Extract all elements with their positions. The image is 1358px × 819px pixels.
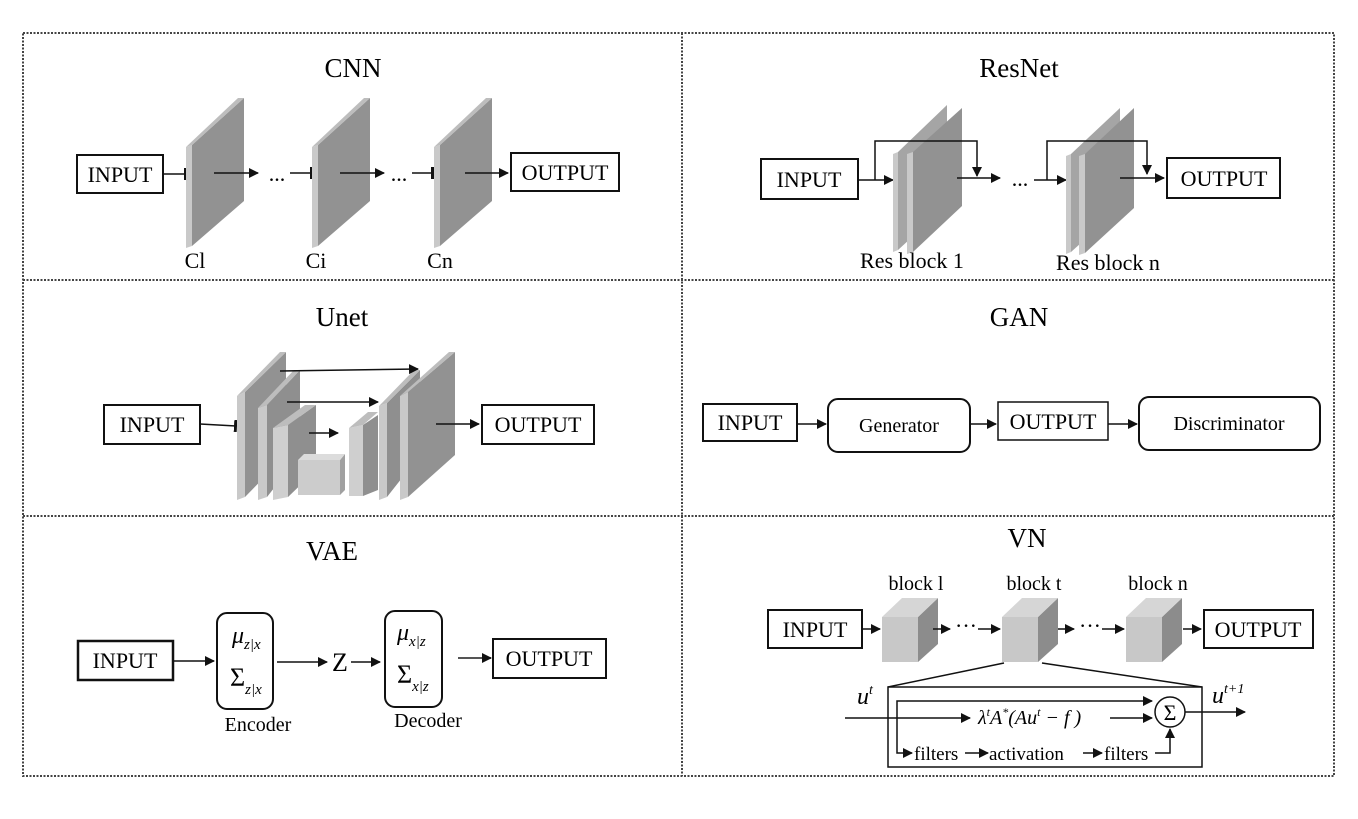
chain-activation: activation xyxy=(989,744,1064,765)
skip-connection xyxy=(279,364,419,375)
ellipsis: ··· xyxy=(955,613,977,638)
input-label: INPUT xyxy=(718,410,783,435)
output-label: OUTPUT xyxy=(1215,617,1302,642)
generator-box xyxy=(827,398,971,453)
ellipsis: ... xyxy=(391,161,408,186)
output-box xyxy=(997,401,1109,441)
panel-gan: GAN INPUT Generator OUTPUT Discriminator xyxy=(702,302,1321,453)
block-label: Res block n xyxy=(1056,250,1160,275)
res-block-1 xyxy=(893,105,962,254)
generator-label: Generator xyxy=(859,415,939,437)
panel-cnn: CNN INPUT ... ... OUTPUT Cl xyxy=(76,53,620,273)
unet-decoder-layers xyxy=(349,352,455,500)
block-label: Res block 1 xyxy=(860,248,964,273)
output-box xyxy=(492,638,607,679)
vn-block-cube xyxy=(1126,598,1182,662)
ellipsis: ··· xyxy=(1079,613,1101,638)
ellipsis: ... xyxy=(269,161,286,186)
panel-vae: VAE INPUT μz|x Σz|x Encoder Z μx|z Σx|z … xyxy=(76,536,607,736)
input-variable: ut xyxy=(857,683,874,710)
panel-title: VAE xyxy=(306,536,358,566)
output-box xyxy=(481,404,595,445)
decoder-mu: μx|z xyxy=(396,620,426,650)
zoom-line xyxy=(887,662,1005,688)
output-label: OUTPUT xyxy=(1181,166,1268,191)
sum-symbol: Σ xyxy=(1164,700,1177,725)
conv-layer-plate xyxy=(312,98,370,248)
ellipsis: ... xyxy=(1012,166,1029,191)
encoder-sigma: Σz|x xyxy=(230,663,262,698)
conv-layer-plate xyxy=(186,98,244,248)
zoom-line xyxy=(1041,662,1203,688)
latent-z: Z xyxy=(332,648,348,677)
input-label: INPUT xyxy=(783,617,848,642)
res-block-n xyxy=(1066,108,1134,255)
output-label: OUTPUT xyxy=(1010,409,1097,434)
input-label: INPUT xyxy=(93,648,158,673)
vn-block-cube xyxy=(882,598,938,662)
chain-filters-2: filters xyxy=(1104,744,1148,765)
block-label: block n xyxy=(1128,573,1187,595)
skip-connection xyxy=(1046,140,1152,180)
input-label: INPUT xyxy=(120,412,185,437)
skip-connection xyxy=(874,140,982,180)
input-label: INPUT xyxy=(777,167,842,192)
layer-label: Cl xyxy=(185,248,206,273)
output-box xyxy=(1203,609,1314,649)
panel-grid xyxy=(22,32,1335,777)
block-label: block t xyxy=(1007,573,1062,595)
decoder-box xyxy=(384,610,443,708)
output-label: OUTPUT xyxy=(506,646,593,671)
chain-arrow xyxy=(896,718,913,758)
panel-title: ResNet xyxy=(979,53,1059,83)
panel-unet: Unet INPUT xyxy=(103,302,595,500)
panel-title: VN xyxy=(1008,523,1047,553)
panel-title: Unet xyxy=(316,302,369,332)
output-label: OUTPUT xyxy=(495,412,582,437)
layer-label: Ci xyxy=(306,248,327,273)
encoder-mu: μz|x xyxy=(231,623,261,653)
data-term-formula: λtA*(Aut − f ) xyxy=(977,705,1082,729)
chain-arrow xyxy=(1155,728,1175,754)
input-box xyxy=(760,158,859,200)
block-label: block l xyxy=(889,573,944,595)
panel-title: CNN xyxy=(324,53,381,83)
encoder-box xyxy=(216,612,274,710)
decoder-sigma: Σx|z xyxy=(397,660,429,695)
discriminator-box xyxy=(1138,396,1321,451)
decoder-label: Decoder xyxy=(394,710,462,732)
outer-frame xyxy=(22,32,1335,777)
input-label: INPUT xyxy=(88,162,153,187)
panel-vn: VN block l block t block n INPUT ··· ··· xyxy=(767,523,1314,768)
input-box xyxy=(76,154,164,194)
encoder-label: Encoder xyxy=(225,714,292,736)
discriminator-label: Discriminator xyxy=(1173,413,1284,435)
output-label: OUTPUT xyxy=(522,160,609,185)
output-variable: ut+1 xyxy=(1212,682,1244,709)
unet-encoder-layers xyxy=(237,352,345,500)
panel-resnet: ResNet INPUT ... OUTPUT Res block 1 Res … xyxy=(760,53,1281,275)
chain-filters-1: filters xyxy=(914,744,958,765)
input-box xyxy=(767,609,863,649)
panel-title: GAN xyxy=(990,302,1049,332)
layer-label: Cn xyxy=(427,248,453,273)
input-box xyxy=(702,403,798,442)
arrow xyxy=(199,419,238,433)
input-box xyxy=(76,639,175,682)
conv-layer-plate xyxy=(434,98,492,248)
output-box xyxy=(510,152,620,192)
bypass-arrow xyxy=(896,696,1153,718)
output-box xyxy=(1166,157,1281,199)
vn-block-cube xyxy=(1002,598,1058,662)
